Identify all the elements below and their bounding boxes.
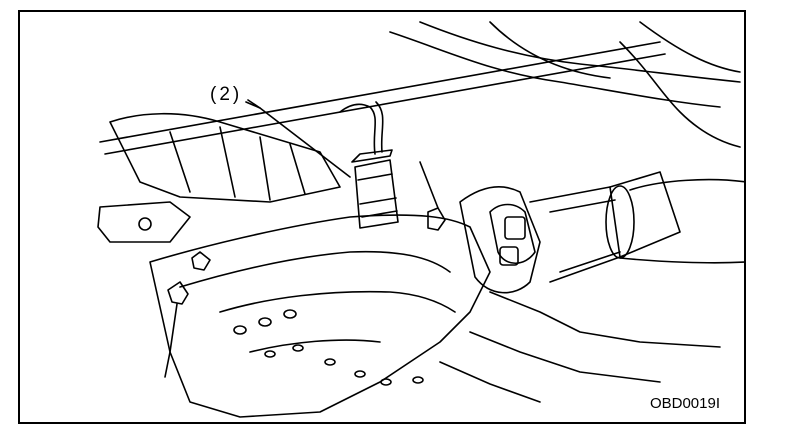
underbody-panel [150,215,490,417]
flange-bolt [505,217,525,239]
exhaust-pipe [530,187,620,282]
exhaust-flange [460,187,540,293]
nut-right [428,208,445,230]
nut-left [168,282,188,304]
body-panel-line [420,22,740,82]
oxygen-sensor [355,160,398,228]
figure-code: OBD0019I [649,395,720,412]
callout-label: (2) [210,84,243,105]
body-panel-line [390,32,720,107]
callout-leader [248,100,350,177]
heat-shield-rod [100,42,660,142]
exhaust-o2-sensor-illustration [20,12,746,424]
nut-upper [192,252,210,270]
catalytic-converter-left [110,114,340,202]
sensor-wire [340,104,375,154]
figure-frame: (2) OBD0019I [18,10,746,424]
mounting-bracket [98,202,190,242]
